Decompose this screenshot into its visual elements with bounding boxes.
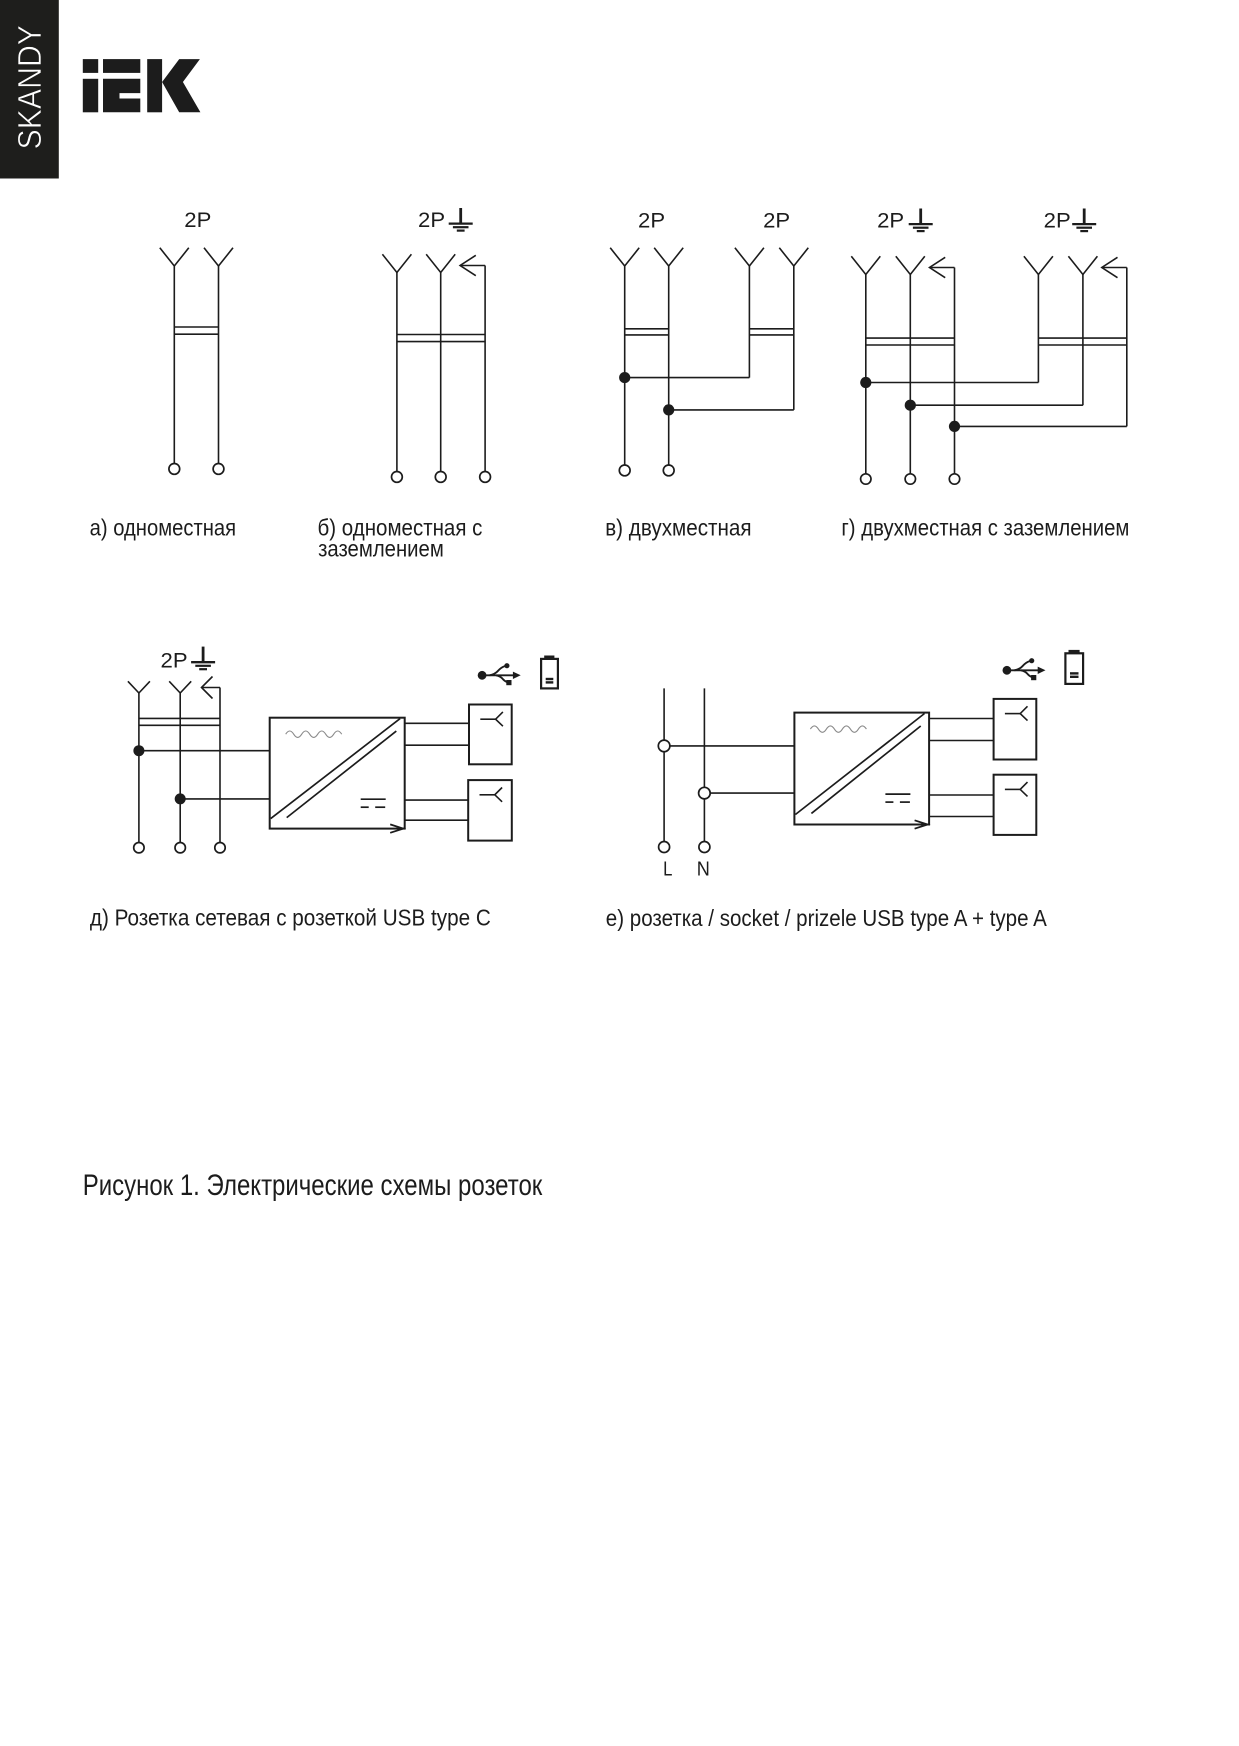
svg-text:2P: 2P: [638, 209, 665, 233]
svg-text:2P: 2P: [877, 209, 904, 233]
svg-text:2P: 2P: [763, 209, 790, 233]
svg-text:д) Розетка сетевая с розеткой: д) Розетка сетевая с розеткой USB type C: [90, 904, 491, 930]
svg-text:2P: 2P: [418, 208, 445, 232]
svg-text:L: L: [663, 859, 672, 881]
svg-text:2P: 2P: [161, 649, 188, 673]
svg-text:б) одноместная с: б) одноместная с: [318, 514, 483, 540]
svg-text:Рисунок 1. Электрические схемы: Рисунок 1. Электрические схемы розеток: [83, 1169, 543, 1202]
svg-text:2P: 2P: [1044, 209, 1071, 233]
svg-text:в) двухместная: в) двухместная: [605, 514, 751, 540]
svg-text:N: N: [697, 859, 710, 881]
svg-text:г) двухместная с заземлением: г) двухместная с заземлением: [841, 514, 1129, 540]
svg-text:е) розетка / socket / prizele: е) розетка / socket / prizele USB type A…: [606, 905, 1047, 931]
svg-text:2P: 2P: [184, 208, 211, 232]
svg-text:а) одноместная: а) одноместная: [90, 514, 237, 540]
svg-text:заземлением: заземлением: [318, 536, 444, 562]
svg-text:SKANDY: SKANDY: [12, 25, 49, 150]
